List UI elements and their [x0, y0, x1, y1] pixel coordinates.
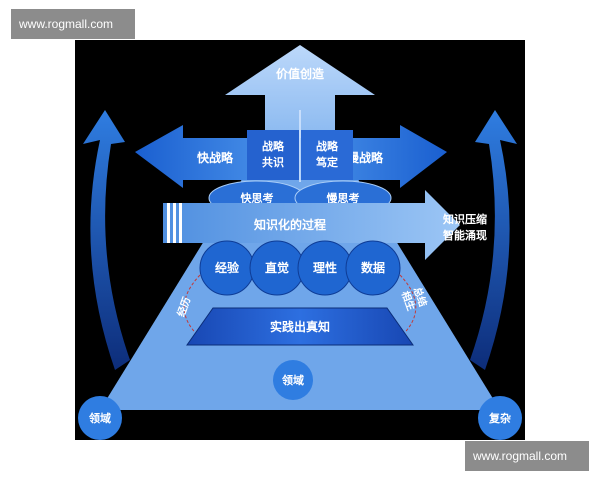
data-label: 数据 — [361, 260, 385, 275]
reason-label: 理性 — [313, 260, 337, 275]
strategy-determination-line-1: 战略 — [316, 139, 339, 153]
knowledge-process-label: 知识化的过程 — [253, 217, 326, 232]
experience-label: 经验 — [215, 260, 240, 275]
slow-thinking-label: 慢思考 — [327, 191, 360, 205]
bottom-left-domain-circle — [78, 396, 122, 440]
band-stripe-3 — [179, 203, 182, 243]
watermark-top: www.rogmall.com — [11, 9, 135, 39]
knowledge-compression-label: 知识压缩 — [442, 212, 487, 226]
intuition-label: 直觉 — [265, 260, 289, 275]
strategy-determination-block — [301, 130, 353, 180]
apex-arrow — [225, 45, 375, 160]
band-stripe-1 — [167, 203, 170, 243]
left-curved-arrow — [83, 110, 130, 370]
bottom-center-domain-circle — [273, 360, 313, 400]
fast-strategy-arrow — [135, 125, 280, 188]
practice-label: 实践出真知 — [270, 319, 330, 334]
practice-base — [186, 307, 414, 346]
bottom-left-domain-label: 领域 — [88, 411, 111, 425]
strategy-consensus-line-1: 战略 — [262, 139, 285, 153]
right-curved-arrow — [470, 110, 517, 370]
bottom-right-complex-label: 复杂 — [488, 411, 511, 425]
slow-strategy-label: 慢战略 — [347, 150, 384, 165]
strategy-consensus-block — [247, 130, 299, 180]
band-stripe-2 — [173, 203, 176, 243]
intelligence-emergence-label: 智能涌现 — [443, 228, 487, 242]
fast-thinking-label: 快思考 — [240, 191, 274, 205]
watermark-bottom: www.rogmall.com — [465, 441, 589, 471]
knowledge-strategy-diagram: 价值创造 快战略 慢战略 战略 共识 战略 笃定 快思考 慢思考 知识化的过程 … — [75, 40, 525, 440]
strategy-consensus-line-2: 共识 — [262, 155, 284, 169]
data-circle — [345, 240, 401, 296]
fast-strategy-label: 快战略 — [197, 150, 234, 165]
apex-label: 价值创造 — [276, 66, 325, 81]
strategy-determination-line-2: 笃定 — [315, 155, 338, 169]
bottom-right-complex-circle — [478, 396, 522, 440]
bottom-center-domain-label: 领域 — [281, 373, 304, 387]
